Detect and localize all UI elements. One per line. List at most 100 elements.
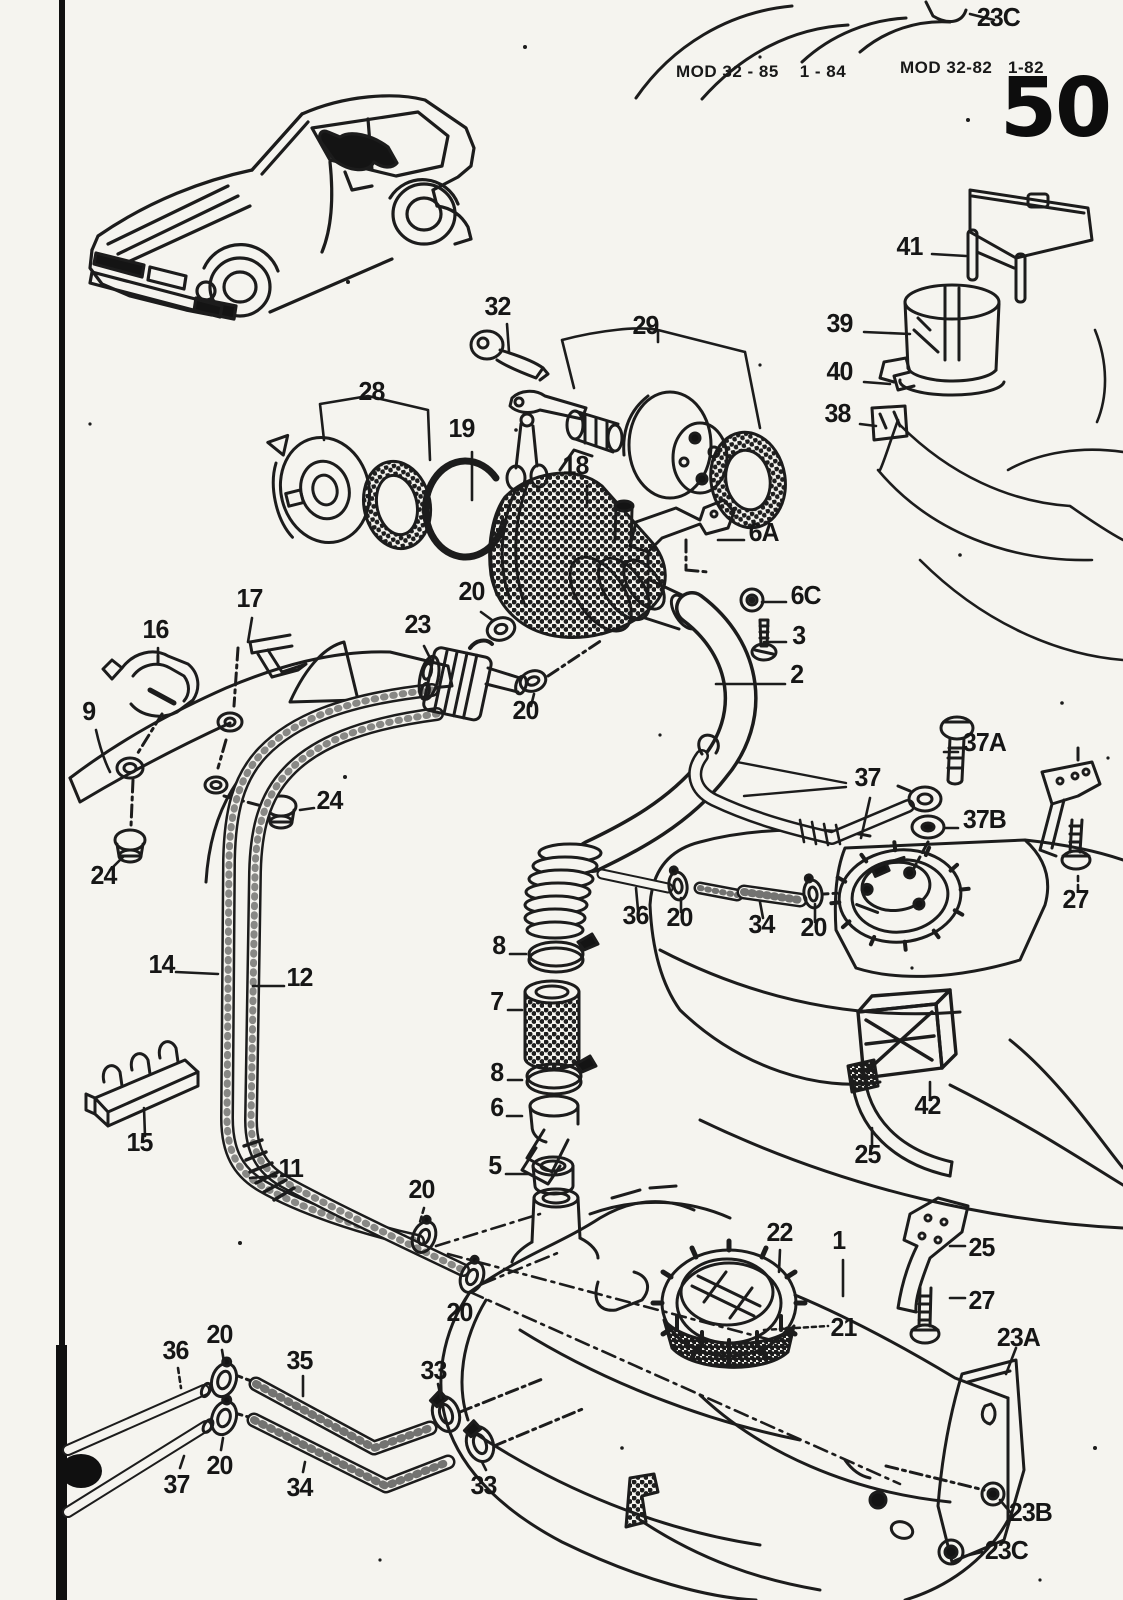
fuel-cap-lock-parts bbox=[266, 329, 787, 561]
clip-40 bbox=[878, 356, 916, 392]
car-illustration bbox=[88, 94, 476, 321]
vent-valve-42 bbox=[856, 988, 958, 1080]
fuel-hose-37 bbox=[688, 733, 943, 847]
bracket-16 bbox=[101, 650, 200, 718]
callout-9: 9 bbox=[82, 696, 96, 726]
fuel-sender-unit bbox=[829, 840, 971, 952]
pipe-end-clamp-20-upper bbox=[410, 1214, 438, 1254]
callout-8-2: 8 bbox=[490, 1057, 504, 1087]
scan-noise bbox=[88, 45, 1110, 1582]
callout-36: 36 bbox=[622, 900, 650, 930]
callout-21: 21 bbox=[830, 1312, 858, 1342]
callout-29: 29 bbox=[632, 310, 660, 340]
hose-34-mid bbox=[736, 884, 808, 908]
callout-27: 27 bbox=[1062, 884, 1090, 914]
callout-20: 20 bbox=[458, 576, 486, 606]
bolt-27-lower bbox=[909, 1286, 941, 1345]
filler-housing-parts bbox=[870, 188, 1123, 662]
strap-bracket-upper bbox=[1038, 742, 1102, 858]
callout-2: 2 bbox=[790, 659, 804, 689]
callout-41: 41 bbox=[896, 231, 924, 261]
callout-24-2: 24 bbox=[90, 860, 118, 890]
callout-33: 33 bbox=[420, 1355, 448, 1385]
bracket-17 bbox=[248, 633, 308, 679]
callout-12: 12 bbox=[286, 962, 314, 992]
callout-20-5: 20 bbox=[408, 1174, 436, 1204]
filler-pipe-group bbox=[510, 591, 758, 1264]
callout-20-8: 20 bbox=[206, 1450, 234, 1480]
callout-23b: 23B bbox=[1008, 1497, 1053, 1527]
clamp-block-23 bbox=[417, 646, 493, 722]
callout-20-4: 20 bbox=[800, 912, 828, 942]
nut-24-left bbox=[113, 828, 147, 864]
callout-38: 38 bbox=[824, 398, 852, 428]
clamp-33-upper bbox=[428, 1389, 462, 1433]
callout-3: 3 bbox=[792, 620, 806, 650]
mod-code-right: MOD 32-82 1-82 bbox=[900, 58, 1045, 77]
filler-neck-assembly bbox=[485, 448, 778, 662]
hose-section-36-mid bbox=[596, 868, 674, 894]
clip-rail-15 bbox=[84, 1040, 200, 1128]
callout-32: 32 bbox=[484, 291, 512, 321]
callout-20-6: 20 bbox=[446, 1297, 474, 1327]
bolt-27-upper bbox=[1060, 818, 1092, 871]
top-cropped-art bbox=[634, 0, 968, 101]
lock-barrel bbox=[565, 409, 624, 454]
callout-37a: 37A bbox=[962, 727, 1007, 757]
callout-40: 40 bbox=[826, 356, 854, 386]
plate-38 bbox=[870, 404, 909, 442]
callout-6a: 6A bbox=[748, 517, 780, 547]
callout-23a: 23A bbox=[996, 1322, 1041, 1352]
callout-18: 18 bbox=[562, 450, 590, 480]
corner-plate-23a bbox=[843, 1358, 1026, 1564]
washer-6c bbox=[739, 587, 765, 613]
hose-clamp-8-lower bbox=[525, 1054, 598, 1096]
fuel-pipes-group bbox=[84, 638, 604, 1294]
callout-6: 6 bbox=[490, 1092, 504, 1122]
snap-ring bbox=[422, 457, 508, 561]
cap-gasket bbox=[362, 459, 433, 551]
grommet-20-right bbox=[518, 669, 548, 693]
callout-20-7: 20 bbox=[206, 1319, 234, 1349]
clamp-20-mid-left bbox=[667, 865, 689, 902]
heat-shield-group bbox=[68, 633, 454, 884]
callout-37-2: 37 bbox=[163, 1469, 191, 1499]
callout-33-2: 33 bbox=[470, 1470, 498, 1500]
lock-housing bbox=[622, 390, 729, 500]
callout-5: 5 bbox=[488, 1150, 502, 1180]
callout-22: 22 bbox=[766, 1217, 794, 1247]
callout-36-2: 36 bbox=[162, 1335, 190, 1365]
callout-23: 23 bbox=[404, 609, 432, 639]
bottom-hoses-group bbox=[62, 1356, 587, 1518]
callout-6c: 6C bbox=[790, 580, 822, 610]
filler-housing-39 bbox=[898, 283, 1006, 397]
callout-42: 42 bbox=[914, 1090, 942, 1120]
callout-17: 17 bbox=[236, 583, 264, 613]
key bbox=[469, 329, 550, 382]
callout-14: 14 bbox=[148, 949, 176, 979]
neck-bracket-6a bbox=[628, 498, 736, 554]
callout-16: 16 bbox=[142, 614, 170, 644]
callout-35: 35 bbox=[286, 1345, 314, 1375]
lock-ring-gasket bbox=[709, 430, 787, 530]
page-number: 50 bbox=[1000, 61, 1112, 156]
screw-3 bbox=[750, 618, 778, 662]
callout-11: 11 bbox=[278, 1153, 304, 1183]
callout-23c-2: 23C bbox=[984, 1535, 1029, 1565]
callout-27-2: 27 bbox=[968, 1285, 996, 1315]
callout-34: 34 bbox=[748, 909, 776, 939]
bellows bbox=[523, 842, 603, 940]
callout-20-3: 20 bbox=[666, 902, 694, 932]
callout-37: 37 bbox=[854, 762, 882, 792]
callout-37b: 37B bbox=[962, 804, 1007, 834]
cap-flange bbox=[266, 433, 372, 545]
callout-25: 25 bbox=[854, 1139, 882, 1169]
callout-24: 24 bbox=[316, 785, 344, 815]
callout-19: 19 bbox=[448, 413, 476, 443]
cap-gasket-21 bbox=[662, 1318, 796, 1369]
callout-8: 8 bbox=[492, 930, 506, 960]
bolt-37a bbox=[939, 715, 975, 786]
callout-25-2: 25 bbox=[968, 1232, 996, 1262]
